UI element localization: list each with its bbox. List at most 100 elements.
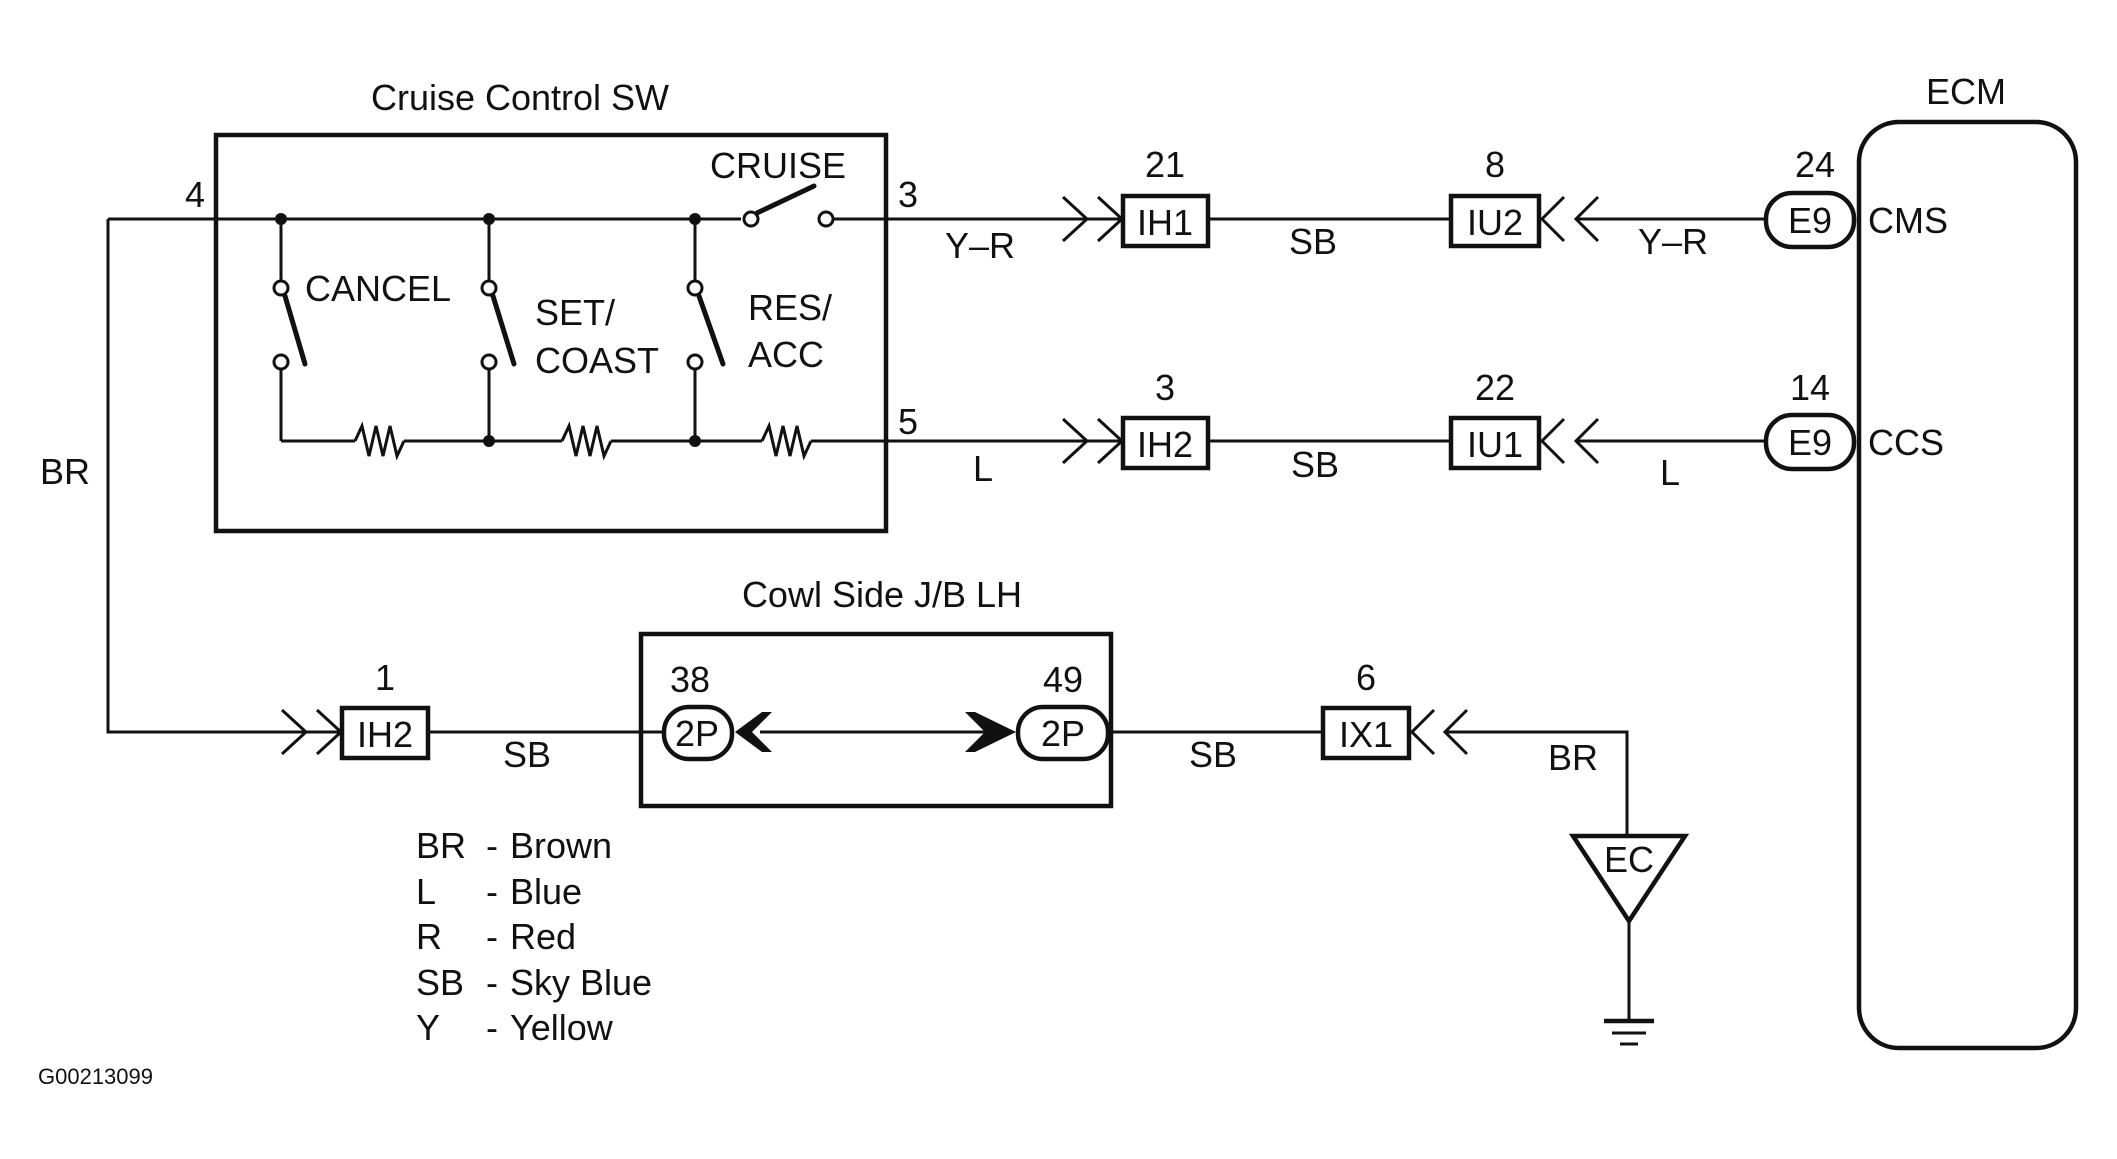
connector-iu1-id: IU1 xyxy=(1467,424,1523,465)
resistor-3 xyxy=(760,421,813,461)
cruise-switch-title: Cruise Control SW xyxy=(371,77,669,118)
jb-pin-right: 49 xyxy=(1043,659,1083,700)
jb-female-terminal-icon xyxy=(735,712,772,752)
set-contact-lower xyxy=(480,353,498,371)
br-wire-ground xyxy=(1445,730,1629,836)
connector-ih2-top-id: IH2 xyxy=(1137,424,1193,465)
ccs-wire-color-sw: L xyxy=(973,448,993,489)
junction-dot xyxy=(689,213,701,225)
connector-iu2-box xyxy=(1448,193,1542,249)
connector-ih1-id: IH1 xyxy=(1137,202,1193,243)
ecm-title: ECM xyxy=(1926,71,2006,112)
legend-row: Y - Yellow xyxy=(416,1007,614,1048)
connector-ih1-box xyxy=(1120,193,1211,249)
jb-connector-left-id: 2P xyxy=(675,713,719,754)
ground-point-label: EC xyxy=(1604,839,1654,880)
svg-text:-: - xyxy=(486,1007,498,1048)
set-switch-blade xyxy=(490,293,517,367)
ecm-box xyxy=(1856,119,2079,1051)
ground-circuit: BR IH2 1 SB Cowl Side J/B LH 2P 38 2P 49… xyxy=(40,219,1690,1046)
jb-connector-right-id: 2P xyxy=(1041,713,1085,754)
male-connector-arrow xyxy=(1061,195,1090,243)
connector-iu1-box xyxy=(1448,415,1542,471)
ccs-wire-color-ecm: L xyxy=(1660,452,1680,493)
svg-text:Y: Y xyxy=(416,1007,440,1048)
resistor-2 xyxy=(560,421,613,461)
cruise-contact-left xyxy=(742,210,760,228)
cms-circuit: Y–R IH1 21 SB IU2 8 Y–R E9 24 CMS xyxy=(886,144,1948,266)
cruise-label: CRUISE xyxy=(710,145,846,186)
cruise-switch-blade xyxy=(754,183,817,216)
junction-dot xyxy=(275,213,287,225)
sb-wire-color-jb: SB xyxy=(1189,734,1237,775)
ccs-wire-color-mid: SB xyxy=(1291,444,1339,485)
connector-iu1-pin: 22 xyxy=(1475,367,1515,408)
cms-wire-color-sw: Y–R xyxy=(945,225,1015,266)
cms-wire-color-mid: SB xyxy=(1289,221,1337,262)
female-connector-arrow xyxy=(1539,195,1566,243)
res-contact-lower xyxy=(686,353,704,371)
connector-ih2-top-pin: 3 xyxy=(1155,367,1175,408)
ecm-pin-ccs: 14 xyxy=(1790,367,1830,408)
cancel-switch-blade xyxy=(282,293,308,367)
res-switch-blade xyxy=(696,293,726,367)
ecm-connector-id: E9 xyxy=(1788,422,1832,463)
connector-iu2-pin: 8 xyxy=(1485,144,1505,185)
svg-text:R: R xyxy=(416,916,442,957)
svg-text:-: - xyxy=(486,871,498,912)
connector-ih2-top-box xyxy=(1120,415,1211,471)
female-connector-arrow xyxy=(1539,417,1566,465)
jb-pin-left: 38 xyxy=(670,659,710,700)
ecm-terminal-ccs: CCS xyxy=(1868,422,1944,463)
cruise-contact-right xyxy=(817,210,835,228)
pin-5-label: 5 xyxy=(898,401,918,442)
junction-box xyxy=(638,631,1114,809)
male-connector-arrow xyxy=(280,708,309,756)
connector-ix1-id: IX1 xyxy=(1339,714,1393,755)
cruise-control-switch: Cruise Control SW 4 3 5 CANCEL SET/ COAS… xyxy=(108,77,918,534)
ecm-connector-id: E9 xyxy=(1788,200,1832,241)
ccs-circuit: L IH2 3 SB IU1 22 L E9 14 CCS xyxy=(886,367,1944,493)
connector-iu2-id: IU2 xyxy=(1467,202,1523,243)
svg-text:Brown: Brown xyxy=(510,825,612,866)
connector-ih2-bottom-pin: 1 xyxy=(375,657,395,698)
svg-text:L: L xyxy=(416,871,436,912)
legend-row: R - Red xyxy=(416,916,576,957)
set-label-line1: SET/ xyxy=(535,292,615,333)
svg-text:-: - xyxy=(486,825,498,866)
svg-text:Red: Red xyxy=(510,916,576,957)
cancel-contact-lower xyxy=(272,353,290,371)
figure-id: G00213099 xyxy=(38,1064,153,1089)
set-contact-upper xyxy=(480,279,498,297)
legend-row: BR - Brown xyxy=(416,825,612,866)
ecm-pin-cms: 24 xyxy=(1795,144,1835,185)
br-wire-color-left: BR xyxy=(40,451,90,492)
ecm-connector-e9-ccs xyxy=(1763,412,1857,472)
ecm: ECM xyxy=(1856,71,2079,1051)
cms-wire-color-ecm: Y–R xyxy=(1638,221,1708,262)
ground-point-triangle xyxy=(1568,833,1690,926)
pin-4-label: 4 xyxy=(185,174,205,215)
br-wire-left xyxy=(106,219,342,734)
ecm-connector-e9-cms xyxy=(1763,190,1857,250)
cancel-contact-upper xyxy=(272,279,290,297)
svg-text:-: - xyxy=(486,916,498,957)
svg-text:Blue: Blue xyxy=(510,871,582,912)
junction-box-title: Cowl Side J/B LH xyxy=(742,574,1022,615)
svg-text:BR: BR xyxy=(416,825,466,866)
connector-ix1-pin: 6 xyxy=(1356,657,1376,698)
junction-dot xyxy=(689,435,701,447)
res-contact-upper xyxy=(686,279,704,297)
ecm-terminal-cms: CMS xyxy=(1868,200,1948,241)
connector-ih2-bottom-id: IH2 xyxy=(357,714,413,755)
set-label-line2: COAST xyxy=(535,340,659,381)
junction-dot xyxy=(483,435,495,447)
cruise-switch-box xyxy=(213,132,889,534)
legend-row: L - Blue xyxy=(416,871,582,912)
connector-ix1-box xyxy=(1320,705,1412,761)
wire-color-legend: BR - Brown L - Blue R - Red SB - Sky Blu… xyxy=(416,825,652,1048)
svg-text:Yellow: Yellow xyxy=(510,1007,614,1048)
sb-wire-color-ih2: SB xyxy=(503,734,551,775)
jb-connector-left xyxy=(661,704,735,762)
